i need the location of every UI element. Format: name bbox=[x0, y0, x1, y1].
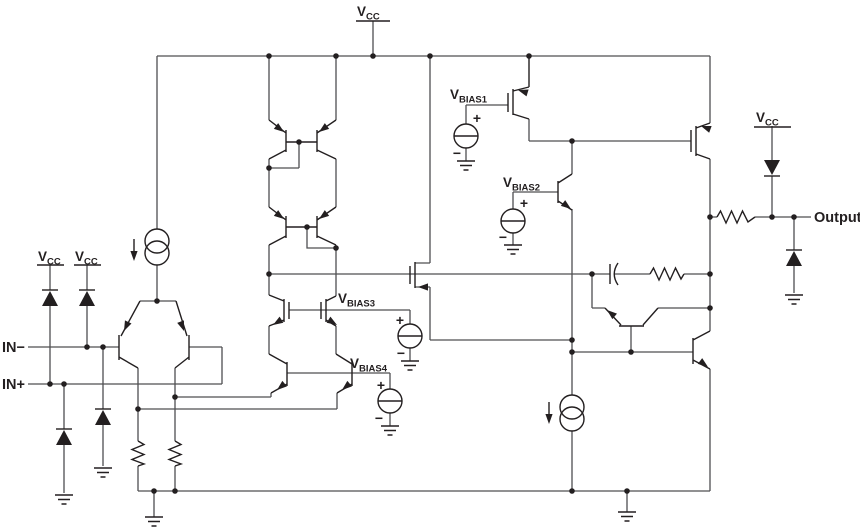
vbias2-minus: − bbox=[499, 229, 507, 245]
pmos-vbias1 bbox=[507, 56, 530, 120]
resistor-compensation bbox=[649, 266, 685, 282]
vbias3-minus: − bbox=[397, 345, 405, 361]
output-port-label: Output bbox=[814, 210, 860, 226]
vcc-output-clamp-label: VCC bbox=[756, 110, 779, 129]
vbias2-label: VBIAS2 bbox=[503, 175, 540, 194]
voltage-source-vbias1: + − bbox=[453, 110, 481, 161]
input-pnp-left bbox=[118, 300, 141, 369]
vbias4-plus: + bbox=[377, 377, 385, 393]
vbias3-plus: + bbox=[396, 312, 404, 328]
diode-inplus-to-vcc bbox=[42, 289, 58, 306]
current-source-output-bias bbox=[545, 394, 585, 432]
quad-pnp-lower-right bbox=[316, 206, 337, 246]
quad-pnp-lower-left bbox=[268, 206, 317, 246]
diode-gnd-to-inplus bbox=[56, 428, 72, 445]
diode-inminus-to-vcc bbox=[79, 289, 95, 306]
in-plus-port-label: IN+ bbox=[2, 377, 25, 393]
resistor-input-right bbox=[167, 440, 184, 467]
nmos-compensation bbox=[409, 262, 428, 291]
wires bbox=[28, 21, 811, 517]
junction-dots bbox=[47, 53, 797, 494]
vbias1-label: VBIAS1 bbox=[450, 87, 488, 106]
vbias4-label: VBIAS4 bbox=[350, 356, 388, 375]
ground-icons bbox=[55, 160, 803, 527]
voltage-source-vbias3: + − bbox=[396, 312, 423, 361]
npn-vbias2 bbox=[557, 173, 573, 211]
vbias2-plus: + bbox=[520, 195, 528, 211]
input-pnp-right bbox=[174, 300, 190, 369]
vcc-inplus-clamp-label: VCC bbox=[38, 249, 61, 268]
npn-output bbox=[692, 330, 711, 370]
vbias1-plus: + bbox=[473, 110, 481, 126]
resistor-input-left bbox=[130, 440, 147, 467]
vbias3-label: VBIAS3 bbox=[338, 291, 375, 310]
diode-vcc-to-output bbox=[764, 160, 780, 177]
vcc-top-label: VCC bbox=[357, 4, 380, 23]
cascode-pmos-right bbox=[320, 295, 337, 327]
current-source-input-tail bbox=[130, 228, 170, 266]
voltage-source-vbias4: + − bbox=[375, 377, 403, 426]
labels: VCC VCC VCC VCC VBIAS1 VBIAS2 VBIAS3 VBI… bbox=[2, 4, 860, 393]
diode-gnd-to-output bbox=[786, 249, 802, 266]
cascode-npn-right bbox=[335, 353, 353, 394]
vbias1-minus: − bbox=[453, 145, 461, 161]
quad-pnp-upper-right bbox=[316, 119, 337, 160]
vbias4-minus: − bbox=[375, 410, 383, 426]
vcc-inminus-clamp-label: VCC bbox=[75, 249, 98, 268]
voltage-source-vbias2: + − bbox=[499, 195, 528, 245]
resistor-output bbox=[716, 209, 756, 225]
in-minus-port-label: IN− bbox=[2, 340, 25, 356]
npn-rotated-driver bbox=[604, 307, 659, 327]
quad-pnp-upper-left bbox=[268, 119, 317, 160]
cascode-npn-left bbox=[268, 353, 288, 394]
cascode-pmos-left bbox=[268, 294, 290, 327]
pmos-output bbox=[690, 122, 712, 160]
capacitor-compensation bbox=[609, 262, 619, 286]
diode-gnd-to-inminus bbox=[95, 408, 111, 425]
